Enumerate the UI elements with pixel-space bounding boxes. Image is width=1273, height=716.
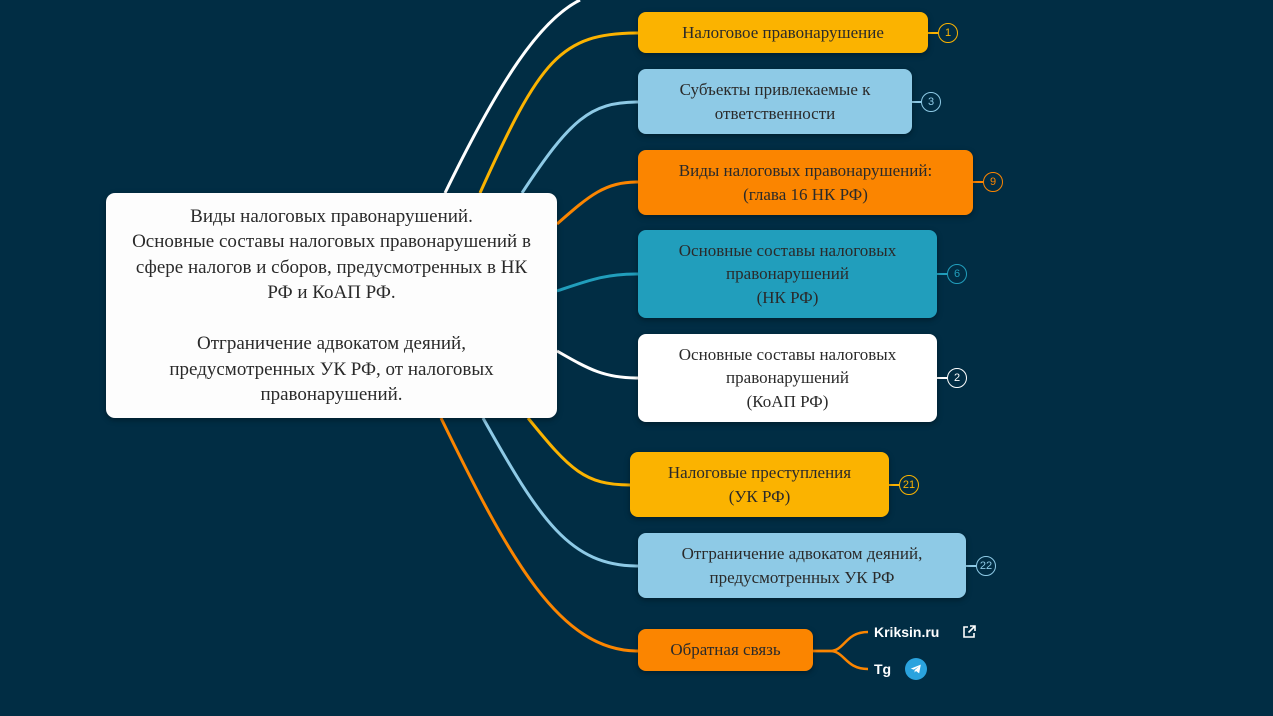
branch-tax-offense[interactable]: Налоговое правонарушение	[638, 12, 928, 53]
connector-8	[439, 417, 639, 653]
count-badge[interactable]: 22	[976, 556, 996, 576]
branch-label: Основные составы налоговых правонарушени…	[678, 344, 897, 411]
count-badge[interactable]: 2	[947, 368, 967, 388]
count-badge[interactable]: 6	[947, 264, 967, 284]
branch-label: Налоговые преступления (УК РФ)	[667, 463, 852, 506]
count-badge[interactable]: 3	[921, 92, 941, 112]
external-link-icon[interactable]	[961, 624, 977, 640]
count-badge[interactable]: 1	[938, 23, 958, 43]
branch-tax-crimes[interactable]: Налоговые преступления (УК РФ)	[630, 452, 889, 517]
branch-koap-compositions[interactable]: Основные составы налоговых правонарушени…	[638, 334, 937, 422]
kriksin-link[interactable]: Kriksin.ru	[874, 622, 977, 642]
count-badge[interactable]: 9	[983, 172, 1003, 192]
branch-label: Субъекты привлекаемые к ответственности	[679, 80, 871, 123]
branch-label: Основные составы налоговых правонарушени…	[678, 240, 897, 307]
connector-kriksin	[813, 630, 869, 653]
connector-1	[478, 31, 639, 194]
connector-3	[556, 180, 639, 226]
branch-nk-compositions[interactable]: Основные составы налоговых правонарушени…	[638, 230, 937, 318]
branch-label: Налоговое правонарушение	[682, 22, 884, 42]
branch-feedback[interactable]: Обратная связь	[638, 629, 813, 671]
connector-offscreen	[443, 0, 581, 194]
connector-2	[520, 100, 639, 194]
branch-offense-types[interactable]: Виды налоговых правонарушений: (глава 16…	[638, 150, 973, 215]
branch-delimitation[interactable]: Отграничение адвокатом деяний, предусмот…	[638, 533, 966, 598]
connector-6	[526, 417, 631, 487]
root-node-text: Виды налоговых правонарушений. Основные …	[132, 205, 531, 406]
telegram-icon[interactable]	[905, 658, 928, 680]
root-node[interactable]: Виды налоговых правонарушений. Основные …	[106, 193, 557, 418]
connector-tg	[813, 649, 869, 671]
count-badge[interactable]: 21	[899, 475, 919, 495]
connector-4	[556, 272, 639, 293]
connector-5	[556, 349, 639, 380]
connector-7	[481, 417, 639, 568]
branch-label: Обратная связь	[670, 640, 781, 660]
branch-liable-subjects[interactable]: Субъекты привлекаемые к ответственности	[638, 69, 912, 134]
tg-link[interactable]: Tg	[874, 658, 928, 680]
branch-label: Виды налоговых правонарушений: (глава 16…	[678, 161, 933, 204]
branch-label: Отграничение адвокатом деяний, предусмот…	[681, 544, 923, 587]
